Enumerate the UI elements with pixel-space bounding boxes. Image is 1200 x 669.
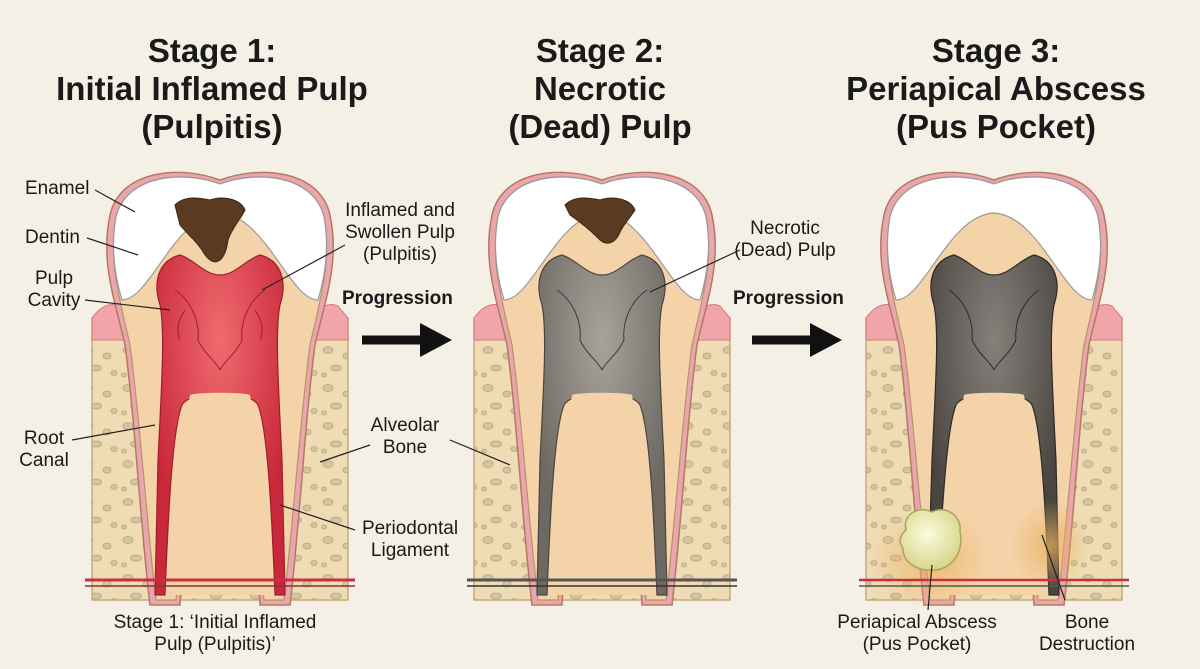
label-root-canal: Root Canal (14, 428, 74, 472)
stage-1-caption-line2: Pulp (Pulpitis)’ (154, 634, 276, 655)
progression-arrow-1 (362, 323, 452, 357)
enamel-3 (886, 176, 1102, 301)
stage-2-title-line2: Necrotic (533, 70, 667, 107)
stage-1-caption-line1: Stage 1: ‘Initial Inflamed (113, 612, 317, 633)
leader-lines (71, 189, 1066, 611)
progression-arrow-2 (752, 323, 842, 357)
label-periodontal-ligament: Periodontal Ligament (345, 518, 475, 562)
tooth-stage-1 (85, 171, 355, 606)
label-periapical-abscess-line1: Periapical Abscess (837, 612, 997, 633)
progression-label-2: Progression (733, 288, 844, 309)
stage-3-title-line3: (Pus Pocket) (896, 108, 1096, 145)
label-bone-destruction-line2: Destruction (1038, 634, 1136, 655)
label-enamel: Enamel (25, 178, 90, 199)
label-periodontal-ligament-line1: Periodontal (361, 518, 459, 539)
inflamed-pulp-1 (154, 254, 286, 596)
label-necrotic-pulp-line2: (Dead) Pulp (734, 240, 836, 261)
label-periapical-abscess-line2: (Pus Pocket) (862, 634, 972, 655)
label-alveolar-bone-line2: Bone (382, 437, 428, 458)
bone-destruction-glow-2 (1010, 500, 1090, 590)
stage-1-title-line2: Initial Inflamed Pulp (56, 70, 368, 107)
label-root-canal-line1: Root (23, 428, 65, 449)
stage-1-caption: Stage 1: ‘Initial Inflamed Pulp (Pulpiti… (80, 612, 350, 656)
necrotic-pulp-2 (536, 254, 668, 596)
stage-2-title-line1: Stage 2: (535, 32, 665, 69)
label-necrotic-pulp-line1: Necrotic (750, 218, 820, 239)
label-pulp-cavity-line2: Cavity (27, 290, 81, 311)
progression-label-1: Progression (342, 288, 453, 309)
label-inflamed-pulp: Inflamed and Swollen Pulp (Pulpitis) (330, 200, 470, 266)
stage-2-title-line3: (Dead) Pulp (508, 108, 692, 145)
stage-1-title-line1: Stage 1: (147, 32, 277, 69)
stage-2-title: Stage 2: Necrotic (Dead) Pulp (410, 32, 790, 146)
label-bone-destruction: Bone Destruction (1022, 612, 1152, 656)
label-bone-destruction-line1: Bone (1064, 612, 1110, 633)
label-necrotic-pulp: Necrotic (Dead) Pulp (725, 218, 845, 262)
decay-1 (174, 197, 246, 263)
label-root-canal-line2: Canal (19, 450, 69, 471)
stage-1-title: Stage 1: Initial Inflamed Pulp (Pulpitis… (22, 32, 402, 146)
stage-3-title-line1: Stage 3: (931, 32, 1061, 69)
stage-3-title: Stage 3: Periapical Abscess (Pus Pocket) (806, 32, 1186, 146)
label-pulp-cavity: Pulp Cavity (22, 268, 86, 312)
stage-1-title-line3: (Pulpitis) (141, 108, 283, 145)
label-alveolar-bone: Alveolar Bone (355, 415, 455, 459)
label-alveolar-bone-line1: Alveolar (370, 415, 440, 436)
stage-3-title-line2: Periapical Abscess (846, 70, 1146, 107)
dark-pulp-3 (928, 254, 1060, 596)
nerve-branches-1 (174, 289, 266, 371)
label-dentin: Dentin (25, 227, 80, 248)
label-pulp-cavity-line1: Pulp (34, 268, 74, 289)
label-inflamed-pulp-line2: Swollen Pulp (345, 222, 455, 243)
label-inflamed-pulp-line3: (Pulpitis) (363, 244, 437, 265)
tooth-stage-2 (467, 171, 737, 606)
label-periapical-abscess: Periapical Abscess (Pus Pocket) (822, 612, 1012, 656)
decay-2 (564, 197, 636, 244)
abscess-pocket (899, 509, 962, 571)
label-inflamed-pulp-line1: Inflamed and (345, 200, 455, 221)
label-periodontal-ligament-line2: Ligament (370, 540, 450, 561)
tooth-stage-3 (859, 171, 1129, 610)
